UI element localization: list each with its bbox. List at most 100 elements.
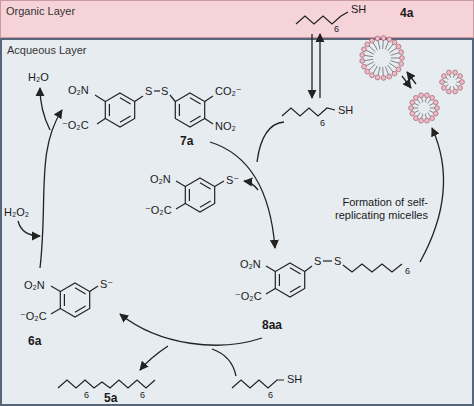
chain-repeat: 6	[140, 390, 145, 401]
benzene-ring	[275, 263, 304, 297]
lipid-tail	[373, 66, 378, 74]
double-bond	[75, 306, 86, 312]
atom-label: CO₂⁻	[215, 84, 242, 98]
lipid-head	[370, 73, 375, 78]
double-bond	[189, 189, 190, 201]
compound-number: 4a	[400, 6, 413, 20]
lipid-tail	[417, 113, 420, 117]
layer-label: Acqueous Layer	[2, 41, 92, 59]
lipid-tail	[430, 108, 435, 109]
lipid-tail	[378, 41, 380, 50]
atom-label: ⁻O₂C	[20, 309, 47, 323]
lipid-head	[458, 86, 463, 91]
lipid-head	[392, 40, 397, 45]
lipid-tail	[364, 59, 373, 60]
lipid-tail	[414, 111, 419, 113]
lipid-head	[414, 95, 419, 100]
atom-label: S⁻	[100, 277, 113, 291]
lipid-head	[370, 38, 375, 43]
atom-label: SH	[287, 372, 302, 386]
lipid-tail	[414, 103, 419, 105]
atom-label: O₂N	[150, 172, 171, 186]
lipid-head	[360, 53, 365, 58]
atom-label: S	[334, 254, 341, 268]
lipid-head	[387, 37, 392, 42]
lipid-head	[447, 89, 452, 94]
lipid-head	[419, 118, 424, 123]
lipid-tail	[388, 65, 394, 72]
lipid-tail	[364, 55, 373, 56]
lipid-head	[399, 62, 404, 67]
atom-label: ⁻O₂C	[235, 289, 262, 303]
lipid-tail	[413, 108, 418, 109]
atom-label: SH	[351, 2, 366, 16]
lipid-tail	[391, 53, 400, 56]
lipid-head	[365, 69, 370, 74]
chain-repeat: 6	[320, 118, 325, 129]
lipid-tail	[382, 40, 384, 49]
lipid-head	[387, 74, 392, 79]
atom-label: ⁻O₂C	[145, 203, 172, 217]
lipid-head	[400, 56, 405, 61]
compound-number: 6a	[28, 334, 41, 348]
lipid-tail	[425, 97, 426, 102]
lipid-tail	[389, 48, 397, 53]
lipid-head	[414, 116, 419, 121]
chain-repeat: 6	[405, 266, 410, 277]
lipid-tail	[378, 67, 380, 76]
lipid-tail	[369, 64, 376, 70]
lipid-head	[453, 89, 458, 94]
lipid-tail	[425, 114, 426, 119]
chain-repeat: 6	[268, 390, 273, 401]
lipid-tail	[366, 62, 374, 66]
lipid-head	[433, 100, 438, 105]
lipid-tail	[369, 46, 376, 52]
double-bond	[290, 286, 301, 292]
reagent-label: H₂O₂	[4, 205, 29, 219]
atom-label: SH	[338, 103, 353, 117]
lipid-tail	[422, 97, 423, 102]
lipid-head	[362, 47, 367, 52]
lipid-tail	[422, 114, 423, 119]
lipid-head	[433, 111, 438, 116]
lipid-tail	[388, 44, 394, 51]
lipid-head	[425, 93, 430, 98]
lipid-head	[375, 36, 380, 41]
lipid-head	[409, 106, 414, 111]
lipid-head	[435, 106, 440, 111]
lipid-tail	[366, 50, 374, 54]
lipid-tail	[389, 63, 397, 68]
lipid-head	[458, 74, 463, 79]
lipid-head	[396, 44, 401, 49]
lipid-head	[375, 75, 380, 80]
chain-repeat: 6	[84, 390, 89, 401]
lipid-head	[442, 74, 447, 79]
lipid-tail	[385, 66, 388, 74]
lipid-head	[399, 50, 404, 55]
reagent-label: H₂O	[28, 70, 49, 84]
micelle-drawings	[360, 36, 465, 123]
atom-label: S	[314, 254, 321, 268]
compound-number: 5a	[104, 391, 117, 405]
process-note: Formation of self-replicating micelles	[328, 196, 428, 222]
benzene-ring	[105, 93, 134, 127]
lipid-head	[425, 118, 430, 123]
benzene-ring	[175, 93, 204, 127]
atom-label: S	[161, 84, 168, 98]
atom-label: S	[145, 84, 152, 98]
lipid-tail	[428, 99, 431, 103]
lipid-head	[430, 116, 435, 121]
atom-label: NO₂	[215, 119, 236, 133]
lipid-head	[410, 100, 415, 105]
chain-repeat: 6	[334, 24, 339, 35]
lipid-head	[442, 86, 447, 91]
atom-label: O₂N	[24, 278, 45, 292]
lipid-tail	[373, 42, 378, 50]
atom-label: O₂N	[240, 257, 261, 271]
lipid-head	[381, 76, 386, 81]
layer-label: Organic Layer	[1, 2, 80, 20]
double-bond	[109, 104, 110, 116]
lipid-head	[410, 111, 415, 116]
lipid-tail	[428, 113, 431, 117]
lipid-tail	[391, 58, 400, 59]
